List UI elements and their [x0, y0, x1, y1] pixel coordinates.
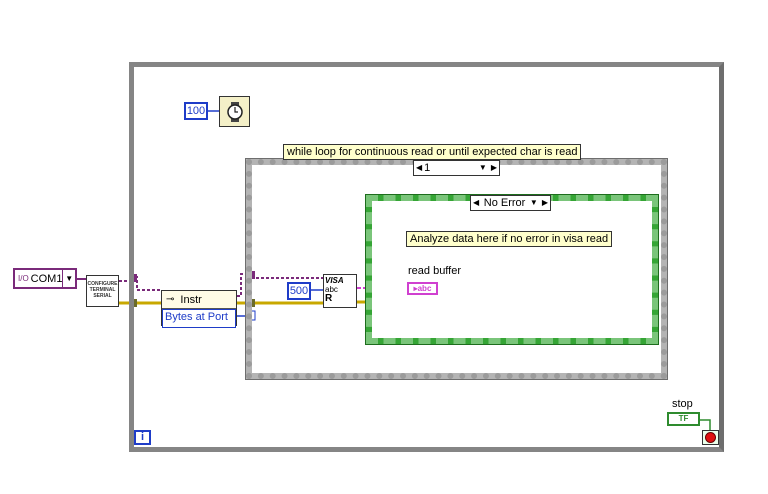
inner-loop-label: while loop for continuous read or until … — [283, 144, 582, 160]
outer-while-loop — [129, 62, 724, 452]
visa-read-node[interactable]: VISA abc R — [323, 274, 357, 308]
property-bytes-at-port[interactable]: Bytes at Port — [162, 309, 236, 328]
stop-control[interactable]: TF — [667, 412, 700, 426]
wait-ms-constant[interactable]: 100 — [184, 102, 208, 120]
string-type: abc — [417, 284, 432, 293]
stop-label: stop — [672, 398, 693, 410]
chevron-down-icon[interactable]: ▼ — [478, 163, 487, 172]
configure-serial-node[interactable]: CONFIGURE TERMINAL SERIAL — [86, 275, 119, 307]
prev-case-icon[interactable]: ◀ — [416, 163, 423, 172]
com-port-value: COM1 — [30, 272, 63, 285]
configure-line-1: CONFIGURE — [87, 281, 118, 287]
inner-case-value: 1 — [424, 162, 431, 174]
next-case-icon[interactable]: ▶ — [490, 163, 497, 172]
link-icon: ⊸ — [166, 294, 175, 305]
iteration-terminal: i — [134, 430, 151, 445]
property-node-header: ⊸ Instr — [162, 291, 236, 309]
chevron-down-icon[interactable]: ▼ — [62, 270, 75, 287]
read-buffer-label: read buffer — [408, 265, 462, 277]
prev-case-icon[interactable]: ◀ — [473, 198, 480, 207]
property-class: Instr — [180, 293, 202, 306]
case-selector[interactable]: ◀ No Error ▼ ▶ — [470, 195, 551, 211]
case-selector-value: No Error — [483, 197, 526, 209]
visa-read-bottom: R — [325, 293, 333, 304]
com-port-control[interactable]: I/O COM1 ▼ — [13, 268, 77, 289]
configure-line-3: SERIAL — [93, 293, 112, 299]
next-case-icon[interactable]: ▶ — [541, 198, 548, 207]
visa-read-top: VISA — [325, 276, 344, 285]
inner-case-selector[interactable]: ◀ 1 ▼ ▶ — [413, 160, 500, 176]
configure-line-2: TERMINAL — [89, 287, 116, 293]
visa-read-mid: abc — [325, 285, 338, 294]
watch-icon — [226, 101, 243, 122]
chevron-down-icon[interactable]: ▼ — [529, 198, 538, 207]
stop-terminal — [702, 430, 719, 445]
wait-ms-function[interactable] — [219, 96, 250, 127]
read-buffer-indicator[interactable]: ▸abc — [407, 282, 438, 295]
io-prefix: I/O — [18, 274, 29, 283]
stop-sign-icon — [705, 432, 716, 443]
analyze-note: Analyze data here if no error in visa re… — [406, 231, 613, 247]
property-node[interactable]: ⊸ Instr Bytes at Port — [161, 290, 237, 328]
read-timeout-constant[interactable]: 500 — [287, 282, 311, 300]
